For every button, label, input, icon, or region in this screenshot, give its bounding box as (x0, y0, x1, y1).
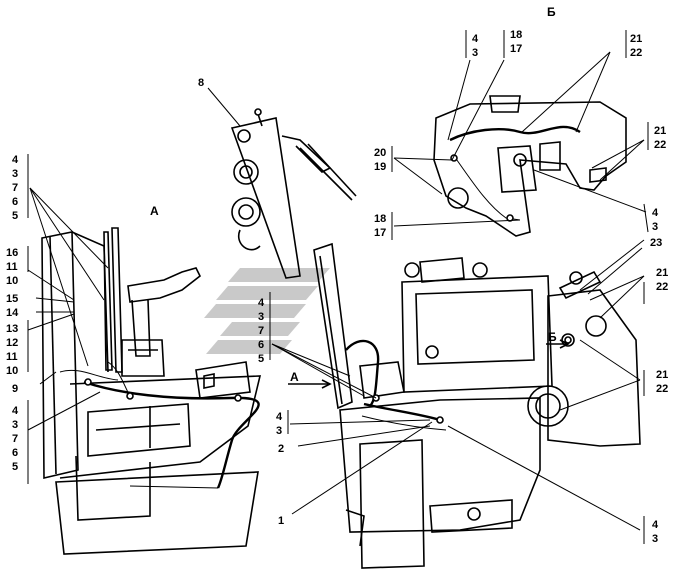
callout-22-r: 22 (656, 281, 668, 293)
callout-14: 14 (6, 307, 19, 319)
watermark-logo (204, 268, 330, 354)
callout-4-br: 4 (652, 519, 659, 531)
callout-22-r2: 22 (656, 383, 668, 395)
callout-15: 15 (6, 293, 18, 305)
callout-6-lower: 6 (12, 447, 18, 459)
callout-18-lower: 18 (374, 213, 386, 225)
section-arrow-a-label: А (290, 370, 299, 384)
leader-lines (27, 30, 649, 544)
callout-21-b: 21 (630, 33, 642, 45)
callout-3: 3 (12, 168, 18, 180)
callout-6: 6 (12, 196, 18, 208)
callout-3-b3: 3 (652, 221, 658, 233)
view-label-b: Б (547, 5, 556, 19)
callout-7-lower: 7 (12, 433, 18, 445)
view-a-assembly (41, 227, 262, 555)
callout-1: 1 (278, 515, 284, 527)
callout-19: 19 (374, 161, 386, 173)
callout-9: 9 (12, 383, 18, 395)
callout-17-lower: 17 (374, 227, 386, 239)
callout-6-m: 6 (258, 339, 264, 351)
callout-8: 8 (198, 77, 204, 89)
callout-3-b: 3 (472, 47, 478, 59)
callout-5: 5 (12, 210, 18, 222)
callout-4-m: 4 (258, 297, 265, 309)
callout-4-b3: 4 (652, 207, 659, 219)
callout-5-m: 5 (258, 353, 264, 365)
callout-16: 16 (6, 247, 18, 259)
callout-22-b: 22 (630, 47, 642, 59)
view-b-inset (433, 95, 627, 237)
callout-4-m2: 4 (276, 411, 283, 423)
callout-20: 20 (374, 147, 386, 159)
callout-7: 7 (12, 182, 18, 194)
callout-4-b: 4 (472, 33, 479, 45)
callout-18-b: 18 (510, 29, 522, 41)
callout-10b: 10 (6, 365, 18, 377)
callout-22-b2: 22 (654, 139, 666, 151)
callout-21-r: 21 (656, 267, 668, 279)
callout-10: 10 (6, 275, 18, 287)
callout-11: 11 (6, 261, 18, 273)
view-label-a: А (150, 204, 159, 218)
callout-4-lower: 4 (12, 405, 19, 417)
callout-5-lower: 5 (12, 461, 18, 473)
callout-3-m: 3 (258, 311, 264, 323)
callout-17-b: 17 (510, 43, 522, 55)
callout-13: 13 (6, 323, 18, 335)
callout-12: 12 (6, 337, 18, 349)
connector-detail-8 (230, 108, 357, 279)
callout-21-r2: 21 (656, 369, 668, 381)
callout-11b: 11 (6, 351, 18, 363)
main-right-assembly (313, 242, 641, 569)
callout-21-b2: 21 (654, 125, 666, 137)
callout-2: 2 (278, 443, 284, 455)
labels: А Б А Б 4 3 7 6 5 16 11 10 15 14 13 12 1… (6, 5, 668, 545)
callout-23: 23 (650, 237, 662, 249)
callout-3-m2: 3 (276, 425, 282, 437)
callout-3-br: 3 (652, 533, 658, 545)
callout-7-m: 7 (258, 325, 264, 337)
callout-4: 4 (12, 154, 19, 166)
section-arrow-b-label: Б (548, 330, 557, 344)
callout-3-lower: 3 (12, 419, 18, 431)
